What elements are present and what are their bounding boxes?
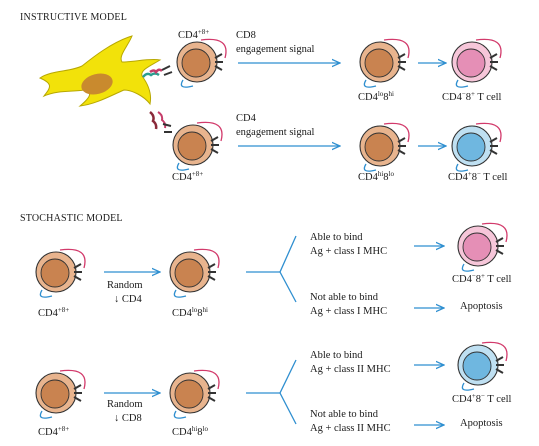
row2-nobind-label-1: Not able to bind [310, 409, 378, 420]
row1-apoptosis-label: Apoptosis [460, 301, 503, 312]
instructive-dp-bottom-label: CD4+8+ [172, 170, 204, 183]
t-cell-row2-dp [35, 369, 86, 419]
instructive-dp-top-label: CD4+8+ [178, 28, 210, 41]
mhc-tcr-complex-top [142, 65, 173, 78]
t-cell-row1-out [457, 222, 508, 272]
fork-row1 [279, 235, 297, 303]
t-cell-row1-dp [35, 248, 86, 298]
row1-nobind-label-1: Not able to bind [310, 292, 378, 303]
row1-int-label: CD4lo8hi [172, 306, 208, 319]
t-cell-row2-out [457, 341, 508, 391]
row2-nobind-label-2: Ag + class II MHC [310, 423, 391, 434]
row2-out-label: CD4+8− T cell [452, 392, 512, 405]
dendritic-nucleus [81, 73, 113, 95]
cd8-signal-label-1: CD8 [236, 30, 256, 41]
t-cell-int-bottom [359, 122, 410, 172]
t-cell-cd4-out [451, 122, 502, 172]
row2-dp-label: CD4+8+ [38, 425, 70, 438]
fork-row2 [279, 359, 297, 425]
row1-bind-label-2: Ag + class I MHC [310, 246, 388, 257]
cd4-signal-label-1: CD4 [236, 113, 256, 124]
instructive-out-top-label: CD4−8+ T cell [442, 90, 502, 103]
t-cell-dp-bottom [172, 121, 223, 171]
t-cell-cd8-out [451, 38, 502, 88]
cd4-signal-label-2: engagement signal [236, 127, 315, 138]
instructive-int-bottom-label: CD4hi8lo [358, 170, 394, 183]
row1-random-label-2: ↓ CD4 [114, 294, 142, 305]
row1-nobind-label-2: Ag + class I MHC [310, 306, 388, 317]
row2-apoptosis-label: Apoptosis [460, 418, 503, 429]
t-cell-dp-top [176, 38, 227, 88]
t-cell-row2-int [169, 369, 220, 419]
mhc-tcr-complex-bottom [149, 111, 172, 133]
t-cell-int-top [359, 38, 410, 88]
row2-bind-label-2: Ag + class II MHC [310, 364, 391, 375]
stochastic-model-heading: STOCHASTIC MODEL [20, 213, 123, 224]
dendritic-cell [38, 35, 162, 107]
row1-out-label: CD4−8+ T cell [452, 272, 512, 285]
row2-random-label-2: ↓ CD8 [114, 413, 142, 424]
row1-bind-label-1: Able to bind [310, 232, 363, 243]
cd8-signal-label-2: engagement signal [236, 44, 315, 55]
instructive-int-top-label: CD4lo8hi [358, 90, 394, 103]
row1-random-label-1: Random [107, 280, 143, 291]
row2-bind-label-1: Able to bind [310, 350, 363, 361]
row2-int-label: CD4hi8lo [172, 425, 208, 438]
instructive-out-bottom-label: CD4+8− T cell [448, 170, 508, 183]
instructive-model-heading: INSTRUCTIVE MODEL [20, 12, 128, 23]
row1-dp-label: CD4+8+ [38, 306, 70, 319]
row2-random-label-1: Random [107, 399, 143, 410]
t-cell-row1-int [169, 248, 220, 298]
